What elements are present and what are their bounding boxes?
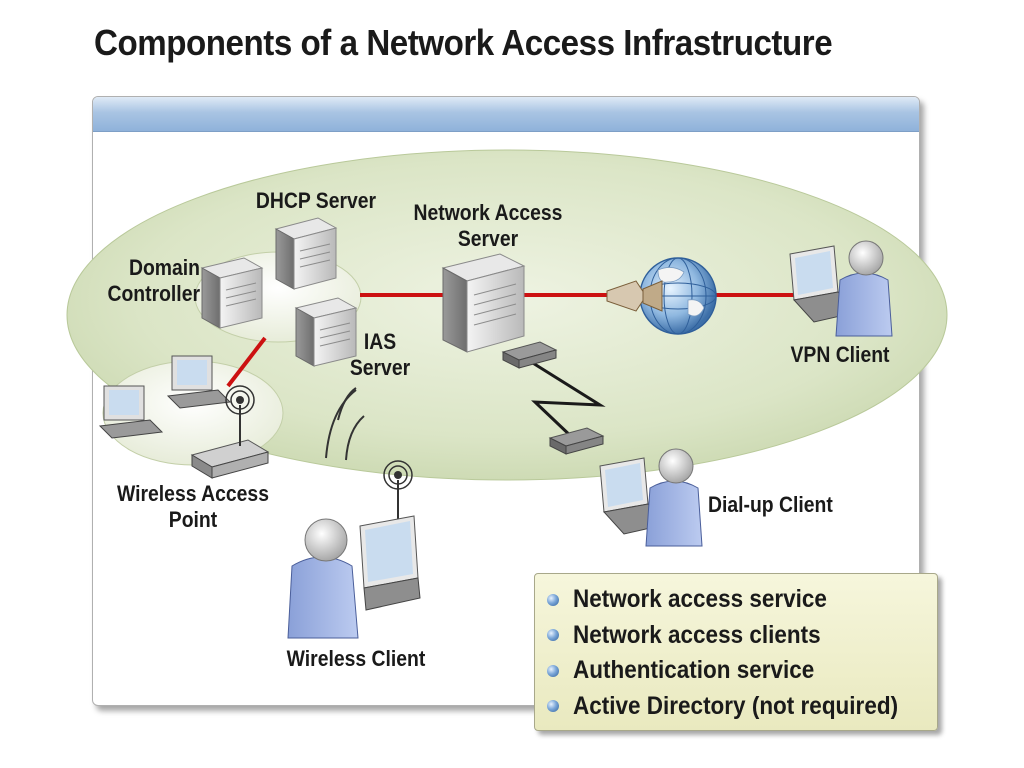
label-network-access-server-line2: Server — [457, 226, 519, 251]
list-item: Network access clients — [547, 618, 937, 654]
components-bullet-box: Network access service Network access cl… — [534, 573, 938, 731]
radio-waves-icon — [325, 387, 365, 461]
components-list: Network access service Network access cl… — [535, 574, 937, 724]
dial-up-client-user-icon — [645, 448, 703, 547]
vpn-client-user-icon — [835, 240, 893, 337]
vpn-tunnel-icon — [606, 280, 663, 312]
list-item: Network access service — [547, 582, 937, 618]
list-item: Active Directory (not required) — [547, 689, 937, 725]
label-domain-controller-line1: Domain — [128, 255, 200, 280]
label-wireless-access-point-line1: Wireless Access — [117, 481, 269, 506]
label-network-access-server-line1: Network Access — [413, 200, 563, 225]
desktop-computer-icon — [166, 355, 232, 409]
label-ias-server-line2: Server — [349, 355, 411, 380]
bullet-icon — [547, 700, 559, 713]
domain-controller-server-icon — [200, 257, 264, 329]
bullet-icon — [547, 629, 559, 642]
label-vpn-client: VPN Client — [790, 342, 890, 367]
network-access-server-icon — [441, 253, 526, 353]
wireless-client-user-icon — [287, 518, 359, 639]
wireless-client-antenna-icon — [383, 460, 413, 520]
wireless-client-laptop-icon — [359, 515, 421, 611]
label-dial-up-client: Dial-up Client — [708, 492, 833, 517]
label-ias-server-line1: IAS — [363, 329, 397, 354]
label-domain-controller-line2: Controller — [107, 281, 200, 306]
ias-server-icon — [294, 297, 358, 367]
label-wireless-client: Wireless Client — [286, 646, 426, 671]
label-wireless-access-point-line2: Point — [168, 507, 218, 532]
wireless-access-point-icon — [190, 385, 270, 479]
panel-header-bar — [93, 97, 919, 132]
bullet-icon — [547, 664, 559, 677]
modem-icon — [548, 427, 605, 455]
dial-up-link — [519, 353, 606, 442]
list-item: Authentication service — [547, 653, 937, 689]
bullet-icon — [547, 593, 559, 606]
label-dhcp-server: DHCP Server — [255, 188, 377, 213]
modem-icon — [501, 341, 558, 369]
page-title: Components of a Network Access Infrastru… — [94, 22, 833, 63]
desktop-computer-icon — [98, 385, 164, 439]
dhcp-server-icon — [274, 217, 338, 290]
